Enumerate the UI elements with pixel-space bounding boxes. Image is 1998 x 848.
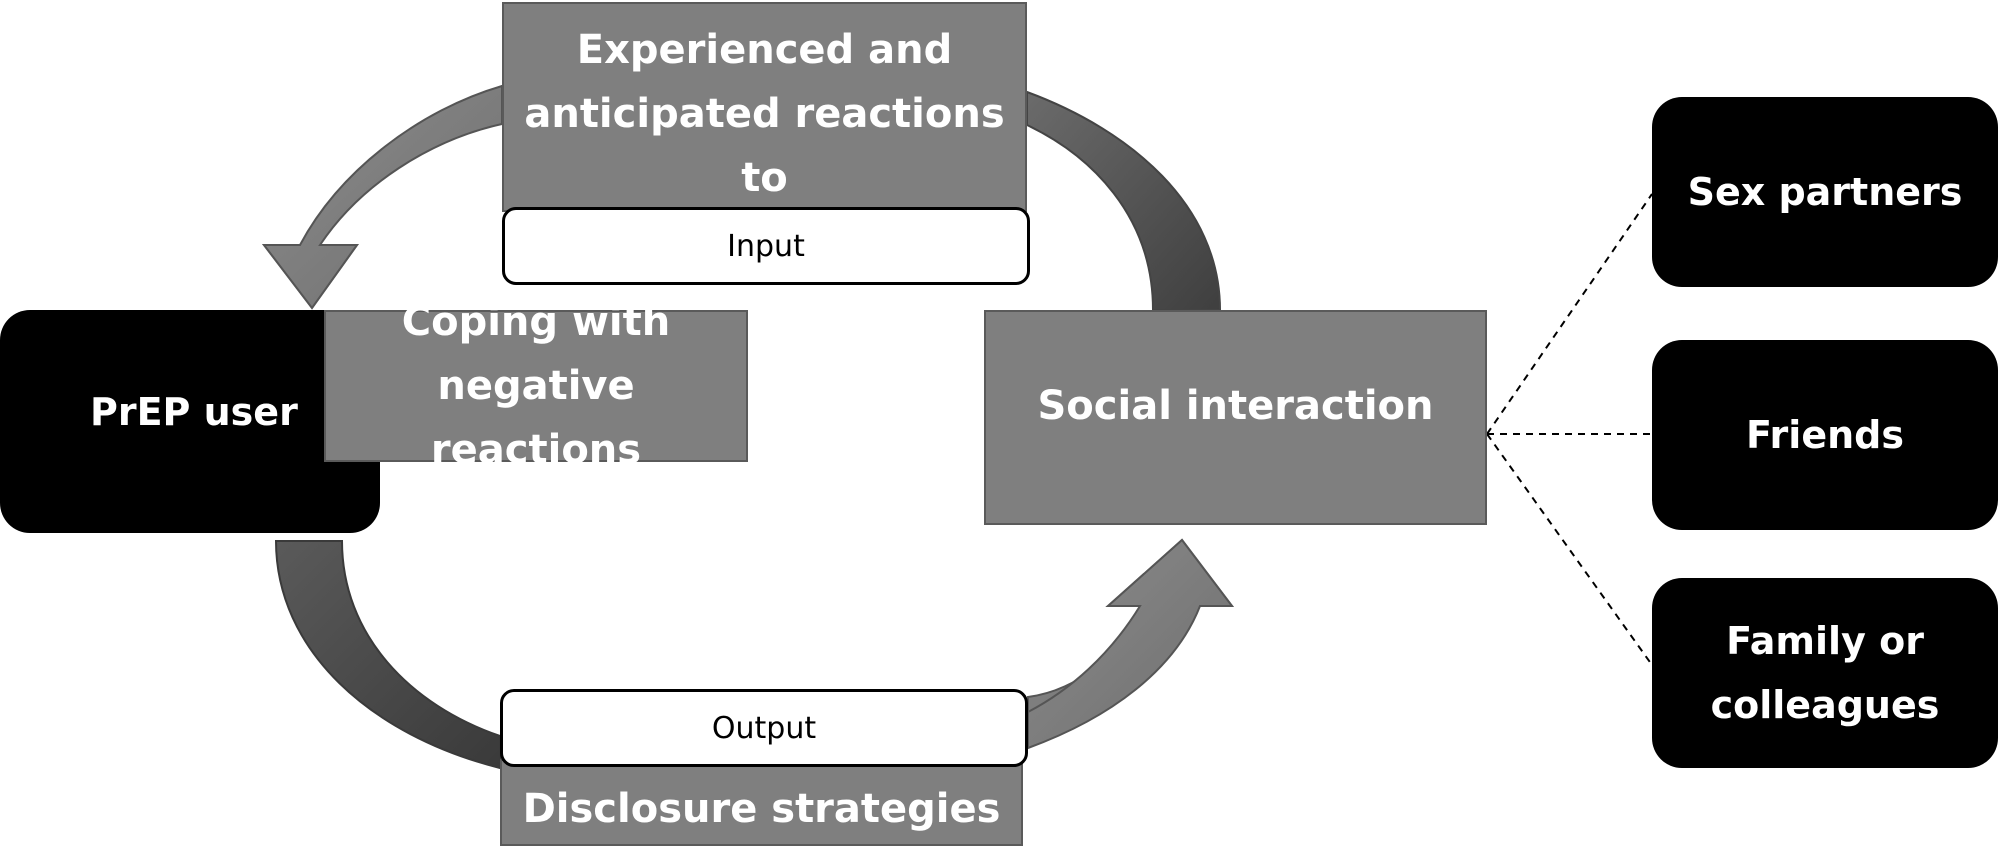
friends-label: Friends (1746, 413, 1904, 457)
disclosure-strategies-box: Disclosure strategies (500, 759, 1023, 846)
dashed-connectors (1486, 193, 1653, 666)
disclosure-strategies-label: Disclosure strategies (522, 785, 1001, 832)
social-interaction-box: Social interaction (984, 310, 1487, 525)
family-colleagues-box: Family or colleagues (1652, 578, 1998, 768)
coping-label: Coping with negative reactions (401, 299, 671, 473)
family-colleagues-label: Family or colleagues (1710, 619, 1940, 727)
friends-box: Friends (1652, 340, 1998, 530)
output-label: Output (711, 710, 817, 746)
input-label: Input (727, 228, 805, 264)
output-label-box: Output (500, 689, 1028, 767)
input-label-box: Input (502, 207, 1030, 285)
prep-user-label: PrEP user (90, 389, 298, 434)
social-interaction-label: Social interaction (1037, 382, 1434, 429)
reactions-box: Experienced and anticipated reactions to… (502, 2, 1027, 265)
coping-box: Coping with negative reactions (324, 299, 748, 473)
arrow-user-to-disclosure (274, 540, 501, 770)
prep-user-box: PrEP user (0, 310, 380, 533)
arrow-social-to-reactions (1026, 90, 1222, 311)
sex-partners-label: Sex partners (1687, 170, 1963, 214)
sex-partners-box: Sex partners (1652, 97, 1998, 287)
